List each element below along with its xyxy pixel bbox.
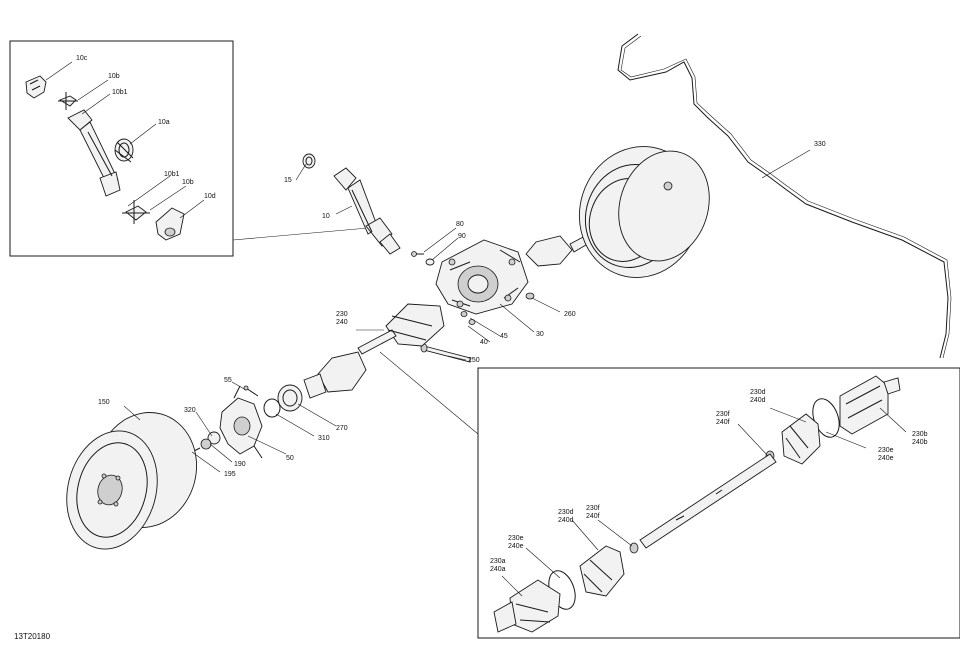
callout-label: 30 — [536, 331, 544, 338]
callout-label: 10b1 — [164, 171, 180, 178]
axle-detail-inset — [477, 367, 960, 639]
callout-label: 150 — [98, 399, 110, 406]
yoke-10d — [155, 207, 185, 241]
left-drive-axle-230-240 — [303, 303, 445, 399]
boot-230d-left — [579, 545, 625, 597]
callout-label: 80 — [456, 221, 464, 228]
cross-joint-10b-top — [58, 92, 78, 110]
axle-shaft — [639, 453, 777, 549]
callout-label: 260 — [564, 311, 576, 318]
main-leader-lines — [123, 149, 811, 473]
callout-label: 55 — [224, 377, 232, 384]
callout-label: 90 — [458, 233, 466, 240]
fasteners-40-45 — [460, 311, 476, 325]
callout-label: 270 — [336, 425, 348, 432]
callout-label: 250 — [468, 357, 480, 364]
callout-label: 10c — [76, 55, 88, 62]
knuckle-50 — [219, 385, 263, 459]
callout-label: 40 — [480, 339, 488, 346]
callout-label: 50 — [286, 455, 294, 462]
boot-10a — [114, 138, 134, 163]
circlip-310 — [263, 398, 281, 418]
callout-label: 10 — [322, 213, 330, 220]
cv-joint-230b — [839, 375, 901, 435]
callout-label: 10a — [158, 119, 170, 126]
cross-joint-10b-bottom — [122, 200, 150, 224]
bearing-270 — [277, 384, 303, 412]
callout-label: 310 — [318, 435, 330, 442]
callout-label: 10b1 — [112, 89, 128, 96]
vent-hose-330 — [617, 33, 952, 359]
clamp-230f-left — [629, 542, 639, 554]
callout-label: 10d — [204, 193, 216, 200]
boot-230d-right — [781, 413, 821, 465]
cv-joint-230a — [493, 579, 561, 633]
front-driveshaft-10 — [333, 167, 401, 255]
callout-label: 190 — [234, 461, 246, 468]
callout-label: 195 — [224, 471, 236, 478]
left-wheel-rim-150 — [66, 412, 198, 550]
right-wheel-rim — [578, 146, 710, 278]
screw-55 — [243, 385, 259, 397]
callout-label: 10b — [108, 73, 120, 80]
nut-260 — [525, 292, 535, 300]
shaft-assembly-10 — [67, 109, 121, 197]
differential-30 — [435, 239, 529, 315]
callout-label: 15 — [284, 177, 292, 184]
bolts-80-90 — [411, 251, 435, 266]
diagram-reference-code: 13T20180 — [14, 632, 51, 641]
callout-label: 320 — [184, 407, 196, 414]
callout-label: 330 — [814, 141, 826, 148]
yoke-10c — [25, 75, 47, 99]
driveshaft-detail-inset — [9, 40, 234, 257]
callout-label: 45 — [500, 333, 508, 340]
callout-label: 10b — [182, 179, 194, 186]
